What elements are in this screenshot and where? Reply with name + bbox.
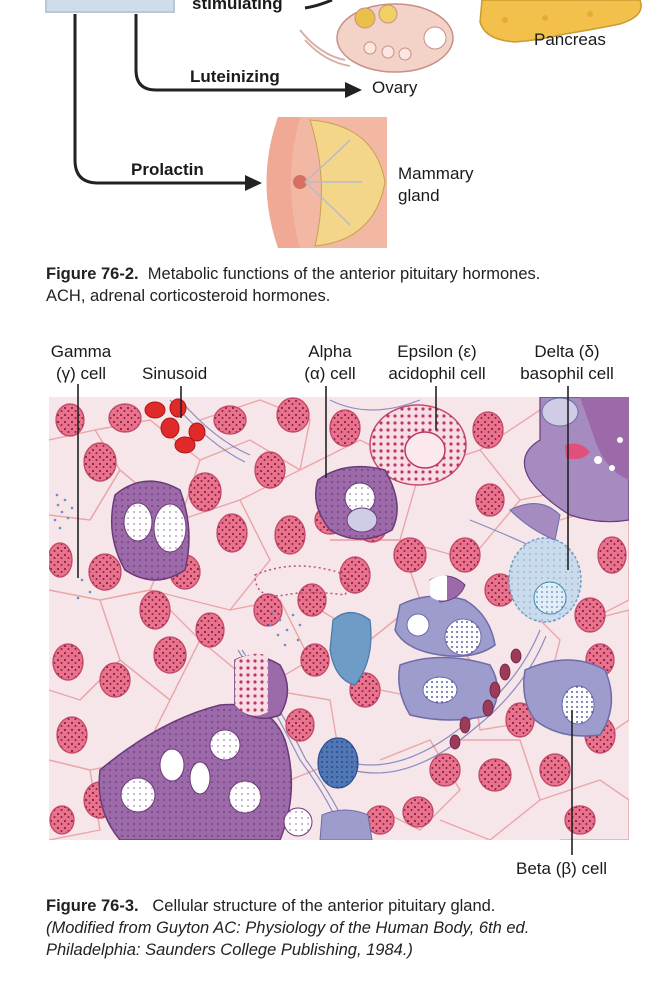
figure-76-3-credit-line1: (Modified from Guyton AC: Physiology of … [46,919,530,937]
beta-cells [394,575,613,737]
mammary-label-line1: Mammary [398,164,474,183]
figure-76-2-number: Figure 76-2. [46,265,139,283]
luteinizing-arrow [134,14,345,92]
luteinizing-label: Luteinizing [190,67,280,86]
basophil-cell-cluster [98,653,313,840]
epsilon-cell [369,404,467,486]
alpha-cell [315,465,398,540]
figure-76-2-caption-line2: ACH, adrenal corticosteroid hormones. [46,287,331,305]
leader-lines [77,384,573,855]
ovary-label: Ovary [372,78,418,97]
figure-76-3-caption: Figure 76-3. Cellular structure of the a… [46,895,634,961]
prolactin-arrow [73,14,245,185]
beta-label: Beta (β) cell [516,859,608,878]
sinusoid-label: Sinusoid [142,364,208,383]
capillary-channel [254,565,349,597]
cell-membranes [49,399,629,840]
basophil-mass-top-right [509,397,629,541]
delta-cell [508,537,582,623]
ovary-illustration [299,3,454,73]
prolactin-arrowhead [245,175,262,191]
epsilon-label-line1: Epsilon (ε) [397,342,477,361]
figure-76-3-credit-line2: Philadelphia: Saunders College Publishin… [46,941,413,959]
gamma-region-basophil-cell [110,480,190,581]
figure-76-3-number: Figure 76-3. [46,897,139,915]
luteinizing-arrowhead [345,82,362,98]
mammary-label-line2: gland [398,186,440,205]
figure-76-2-caption: Figure 76-2. Metabolic functions of the … [46,263,636,307]
mammary-gland-illustration [266,117,387,248]
gamma-label-line1: Gamma [50,342,112,361]
small-blood-cells [449,648,522,750]
gamma-label-line2: (γ) cell [55,364,107,383]
blue-cells [317,611,373,840]
tissue-background [49,397,629,840]
stimulating-arrow [304,0,333,10]
alpha-label-line1: Alpha [308,342,352,361]
prolactin-label: Prolactin [131,160,204,179]
gamma-granules [53,493,302,647]
delta-label-line1: Delta (δ) [534,342,600,361]
sinusoid-blood-cells [144,398,206,454]
figure-76-3-caption-line1: Cellular structure of the anterior pitui… [152,897,496,915]
alpha-label-line2: (α) cell [304,364,356,383]
figure-76-2-diagram [45,0,642,248]
stimulating-label: stimulating [192,0,283,13]
epsilon-label-line2: acidophil cell [388,364,486,383]
pancreas-illustration [479,0,642,43]
delta-label-line2: basophil cell [520,364,614,383]
pancreas-label: Pancreas [534,30,606,49]
capillary-lines [139,399,561,840]
pituitary-box [45,0,175,13]
acidophil-cells [49,397,627,835]
figure-76-2-caption-line1: Metabolic functions of the anterior pitu… [147,265,541,283]
